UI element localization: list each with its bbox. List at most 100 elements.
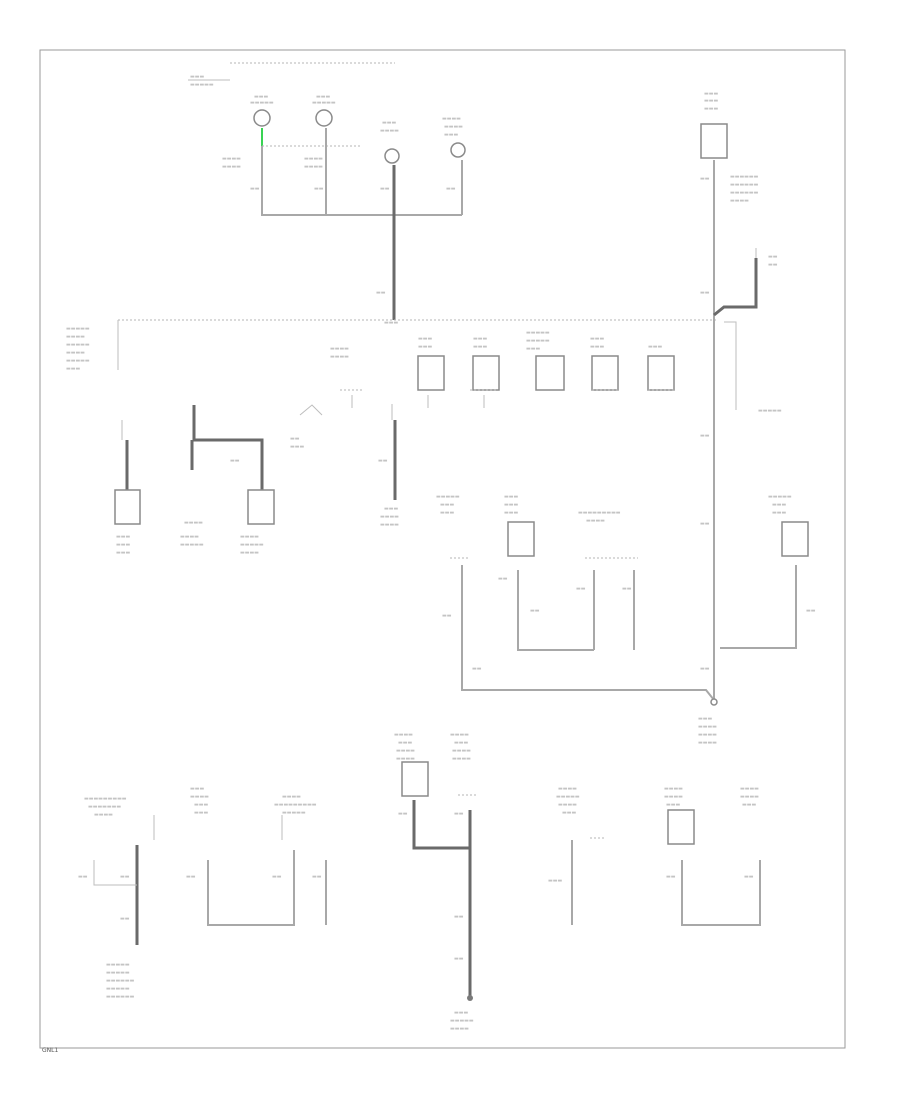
svg-text:▬▬▬: ▬▬▬ [704,98,718,104]
svg-text:▬▬▬▬: ▬▬▬▬ [94,812,113,818]
bottom-left-group: ▬▬▬▬▬▬▬▬▬ ▬▬▬▬▬▬▬ ▬▬▬▬ ▬▬ ▬▬ ▬▬ ▬▬▬▬▬ ▬▬… [78,786,327,1000]
svg-text:▬▬▬▬▬▬: ▬▬▬▬▬▬ [106,978,135,984]
svg-text:▬▬▬▬▬▬▬▬▬: ▬▬▬▬▬▬▬▬▬ [84,796,127,802]
svg-text:▬▬▬▬▬: ▬▬▬▬▬ [106,962,130,968]
svg-text:▬▬▬▬: ▬▬▬▬ [730,198,749,204]
svg-text:▬▬▬: ▬▬▬ [254,94,268,100]
svg-text:▬▬: ▬▬ [498,576,508,582]
svg-text:▬▬▬: ▬▬▬ [648,344,662,350]
module-b1 [401,761,429,797]
svg-text:▬▬: ▬▬ [120,874,130,880]
svg-text:▬▬▬▬▬: ▬▬▬▬▬ [180,542,204,548]
svg-text:▬▬: ▬▬ [442,613,452,619]
svg-text:▬▬▬▬: ▬▬▬▬ [222,156,241,162]
module-right-top [700,123,728,159]
column-right: ▬▬▬ ▬▬▬ ▬▬▬ ▬▬▬▬▬▬ ▬▬▬▬▬▬ ▬▬▬▬▬▬ ▬▬▬▬ ▬▬… [700,91,782,700]
svg-text:▬▬▬: ▬▬▬ [504,510,518,516]
lamp-1 [253,109,271,127]
module-c4 [591,355,619,391]
svg-text:▬▬▬: ▬▬▬ [116,534,130,540]
svg-text:▬▬▬: ▬▬▬ [454,740,468,746]
svg-text:▬▬▬▬: ▬▬▬▬ [304,156,323,162]
svg-text:▬▬▬▬: ▬▬▬▬ [394,732,413,738]
svg-text:▬▬: ▬▬ [744,874,754,880]
svg-text:▬▬▬▬▬: ▬▬▬▬▬ [282,810,306,816]
svg-text:▬▬▬▬▬: ▬▬▬▬▬ [768,494,792,500]
svg-text:▬▬▬▬▬: ▬▬▬▬▬ [758,408,782,414]
svg-text:▬▬▬: ▬▬▬ [316,94,330,100]
svg-text:▬▬▬▬: ▬▬▬▬ [184,520,203,526]
svg-text:▬▬: ▬▬ [454,956,464,962]
svg-text:▬▬▬▬▬: ▬▬▬▬▬ [436,494,460,500]
svg-text:▬▬▬▬: ▬▬▬▬ [452,748,471,754]
svg-text:▬▬▬▬: ▬▬▬▬ [380,128,399,134]
svg-text:▬▬▬: ▬▬▬ [562,810,576,816]
svg-text:▬▬▬▬▬: ▬▬▬▬▬ [240,542,264,548]
svg-text:▬▬▬: ▬▬▬ [444,132,458,138]
svg-text:▬▬▬▬: ▬▬▬▬ [180,534,199,540]
svg-text:▬▬▬▬: ▬▬▬▬ [380,522,399,528]
svg-text:▬▬▬: ▬▬▬ [440,510,454,516]
svg-text:▬▬▬: ▬▬▬ [384,320,398,326]
svg-text:▬▬▬▬▬: ▬▬▬▬▬ [190,82,214,88]
svg-text:▬▬▬▬: ▬▬▬▬ [698,732,717,738]
svg-text:▬▬▬: ▬▬▬ [704,91,718,97]
svg-text:▬▬: ▬▬ [700,176,710,182]
svg-text:▬▬: ▬▬ [380,186,390,192]
lamp-group-top-left: ▬▬▬ ▬▬▬▬▬ ▬▬▬ ▬▬▬▬▬ ▬▬▬ ▬▬▬▬▬ ▬▬▬ ▬▬▬▬ ▬… [188,62,466,320]
svg-text:▬▬▬▬▬: ▬▬▬▬▬ [66,342,90,348]
svg-text:▬▬▬: ▬▬▬ [772,510,786,516]
wire-b1 [412,800,470,850]
svg-text:▬▬: ▬▬ [768,262,778,268]
svg-text:▬▬: ▬▬ [378,458,388,464]
mid-right-network: ▬▬▬▬▬ ▬▬▬ ▬▬▬ ▬▬▬ ▬▬▬ ▬▬▬ ▬▬▬▬▬▬▬▬▬ ▬▬▬▬… [436,494,816,746]
module-c5 [647,355,675,391]
svg-text:▬▬▬: ▬▬▬ [398,740,412,746]
svg-text:▬▬▬▬▬▬: ▬▬▬▬▬▬ [106,994,135,1000]
svg-text:▬▬▬▬: ▬▬▬▬ [558,802,577,808]
svg-text:▬▬▬▬: ▬▬▬▬ [740,786,759,792]
svg-text:▬▬▬: ▬▬▬ [116,550,130,556]
module-c3 [535,355,565,391]
svg-text:▬▬▬: ▬▬▬ [190,74,204,80]
module-c1 [417,355,445,391]
svg-text:▬▬▬: ▬▬▬ [504,502,518,508]
svg-text:▬▬▬: ▬▬▬ [384,506,398,512]
page-id-label: GNL1 [42,1047,58,1054]
svg-text:▬▬▬: ▬▬▬ [742,802,756,808]
svg-text:▬▬▬▬▬: ▬▬▬▬▬ [526,330,550,336]
svg-text:▬▬▬▬▬▬▬▬▬: ▬▬▬▬▬▬▬▬▬ [274,802,317,808]
svg-text:▬▬: ▬▬ [622,586,632,592]
svg-text:▬▬▬▬: ▬▬▬▬ [240,534,259,540]
svg-text:▬▬▬: ▬▬▬ [666,802,680,808]
svg-text:▬▬▬: ▬▬▬ [590,336,604,342]
wire-m2 [720,565,797,649]
svg-text:▬▬: ▬▬ [666,874,676,880]
svg-text:▬▬▬▬: ▬▬▬▬ [240,550,259,556]
svg-text:▬▬▬: ▬▬▬ [418,344,432,350]
svg-text:▬▬▬: ▬▬▬ [418,336,432,342]
svg-text:▬▬▬▬: ▬▬▬▬ [330,346,349,352]
svg-text:▬▬▬: ▬▬▬ [526,346,540,352]
lamp-3 [384,148,400,164]
svg-text:▬▬▬: ▬▬▬ [190,786,204,792]
svg-text:▬▬▬▬: ▬▬▬▬ [450,732,469,738]
svg-text:▬▬▬▬: ▬▬▬▬ [452,756,471,762]
svg-text:▬▬▬: ▬▬▬ [454,1010,468,1016]
svg-text:▬▬: ▬▬ [700,290,710,296]
svg-text:▬▬▬▬: ▬▬▬▬ [380,514,399,520]
wire-right-shield [724,321,737,410]
svg-text:▬▬▬▬: ▬▬▬▬ [664,786,683,792]
svg-text:▬▬▬: ▬▬▬ [590,344,604,350]
svg-text:▬▬: ▬▬ [272,874,282,880]
svg-text:▬▬▬▬▬▬: ▬▬▬▬▬▬ [730,174,759,180]
svg-text:▬▬▬▬: ▬▬▬▬ [450,1026,469,1032]
svg-text:▬▬▬▬: ▬▬▬▬ [442,116,461,122]
svg-text:▬▬▬: ▬▬▬ [504,494,518,500]
svg-text:▬▬▬: ▬▬▬ [440,502,454,508]
svg-text:▬▬: ▬▬ [806,608,816,614]
svg-text:▬▬: ▬▬ [230,458,240,464]
module-m1 [507,521,535,557]
left-devices: ▬▬▬▬▬ ▬▬▬▬ ▬▬▬▬▬ ▬▬▬▬ ▬▬▬▬▬ ▬▬▬ ▬▬▬ ▬▬▬ … [66,320,323,556]
svg-text:▬▬▬▬▬▬▬: ▬▬▬▬▬▬▬ [88,804,121,810]
